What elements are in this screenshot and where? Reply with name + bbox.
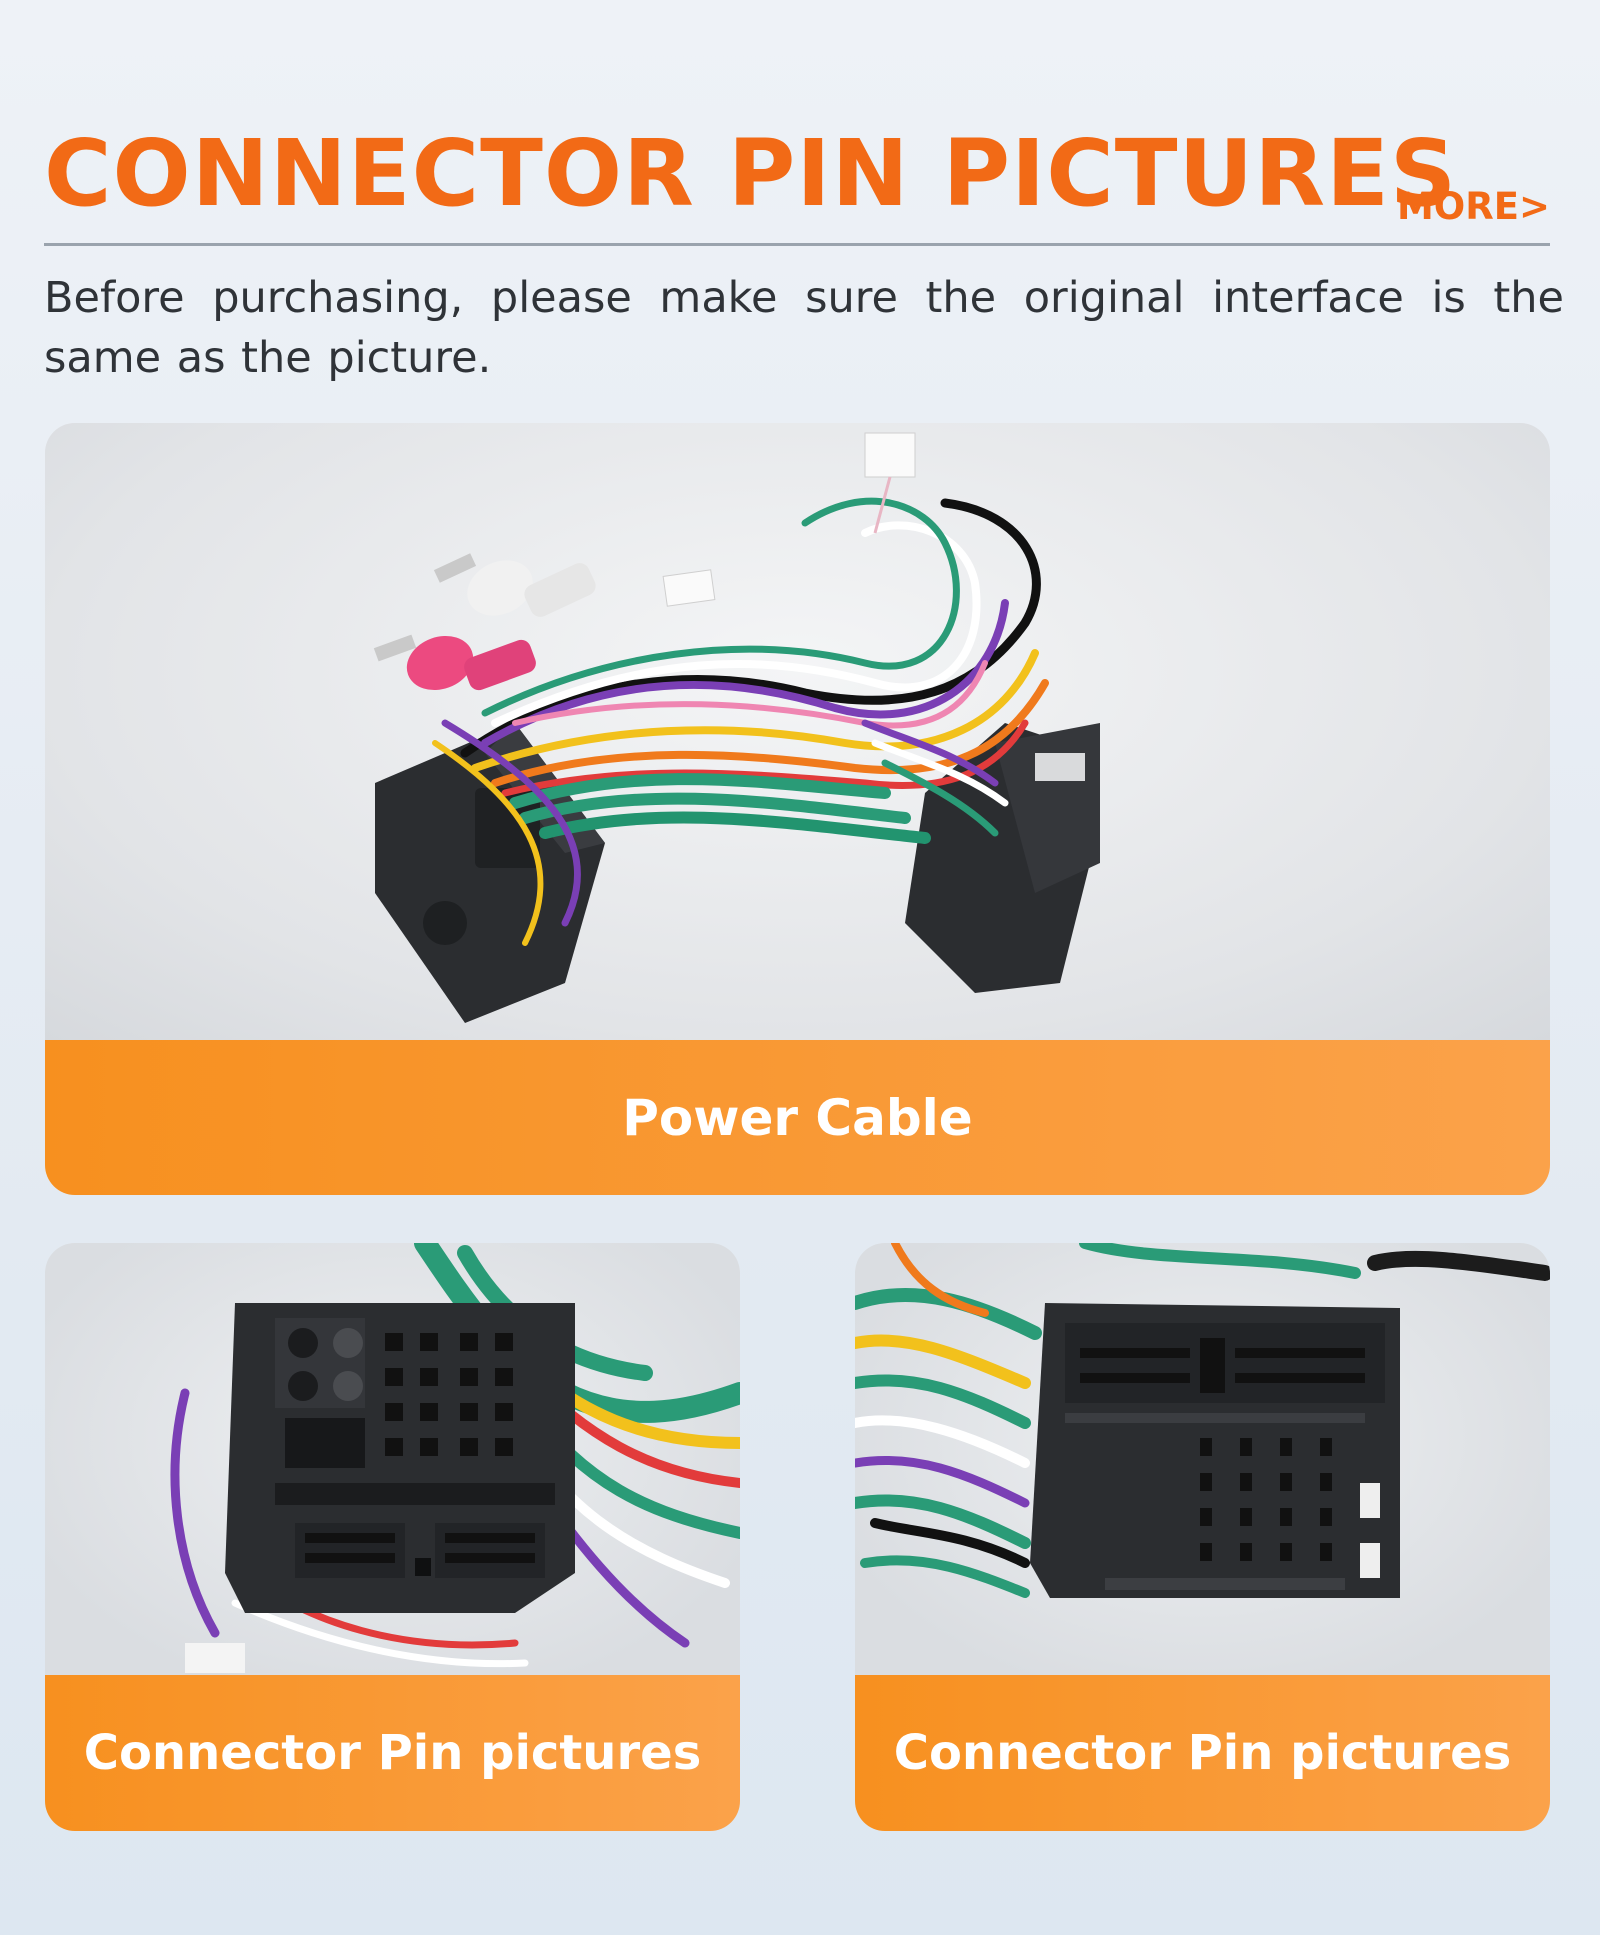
connector-pin-photo-1 xyxy=(45,1243,740,1675)
power-cable-photo xyxy=(45,423,1550,1040)
connector-pin-photo-2 xyxy=(855,1243,1550,1675)
connector-pin-label-1: Connector Pin pictures xyxy=(45,1675,740,1831)
connector-pin-label-2: Connector Pin pictures xyxy=(855,1675,1550,1831)
more-link[interactable]: MORE> xyxy=(1396,185,1550,228)
section-description: Before purchasing, please make sure the … xyxy=(44,273,1564,383)
power-cable-card[interactable]: Power Cable xyxy=(45,423,1550,1195)
section-title: CONNECTOR PIN PICTURES xyxy=(44,120,1458,227)
connector-pin-card-1[interactable]: Connector Pin pictures xyxy=(45,1243,740,1831)
connector-pin-card-2[interactable]: Connector Pin pictures xyxy=(855,1243,1550,1831)
power-cable-label: Power Cable xyxy=(45,1040,1550,1195)
title-divider xyxy=(44,243,1550,246)
